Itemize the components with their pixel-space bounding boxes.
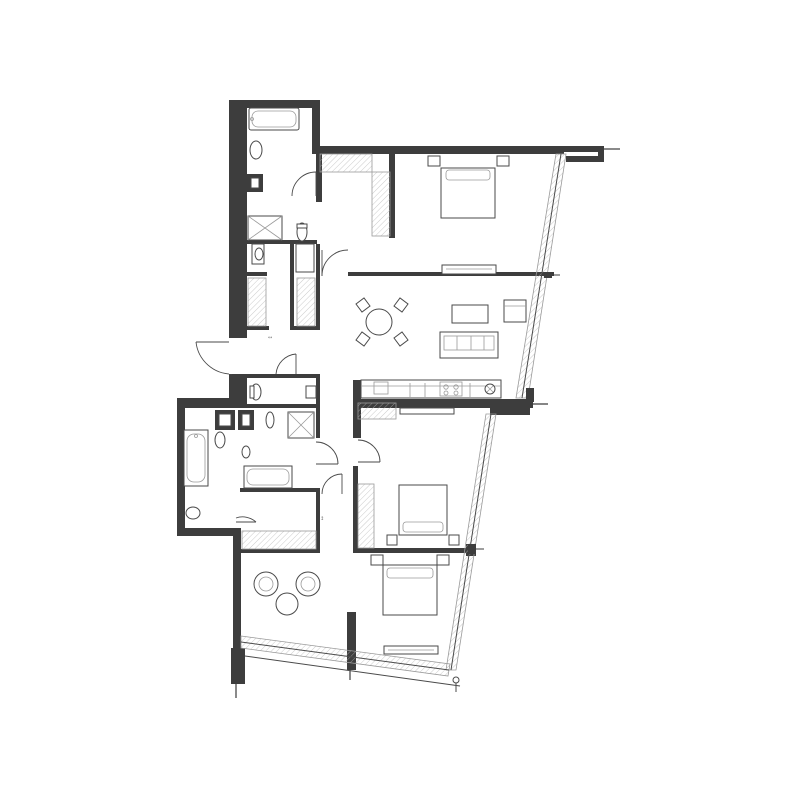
sink-hall — [305, 385, 317, 399]
wardrobe-hall-east — [296, 277, 316, 327]
wardrobe-vertical — [371, 171, 391, 237]
toilet-center — [265, 411, 275, 429]
sink-kitchen — [373, 381, 389, 395]
dining-chair-2 — [393, 297, 409, 313]
dining-chair-1 — [355, 297, 371, 313]
living-kitchen — [355, 297, 527, 399]
kitchen-counter — [360, 379, 502, 399]
south-window-wall — [240, 635, 461, 692]
dining-table — [365, 308, 393, 336]
bedroom-south — [241, 530, 450, 655]
tv-console-north — [441, 264, 497, 275]
side-table — [275, 592, 299, 616]
east-window-wall — [445, 153, 567, 671]
bedroom-east — [357, 402, 460, 549]
lounge-chair-left — [253, 571, 279, 597]
lounge-chair-right — [295, 571, 321, 597]
bathtub-west — [183, 429, 209, 487]
armchair — [503, 299, 527, 323]
sink — [249, 140, 263, 160]
tv-console-east — [399, 407, 455, 415]
sink-center — [241, 445, 251, 459]
coffee-table — [451, 304, 489, 324]
wardrobe-hall-west — [247, 277, 267, 327]
entrance-door — [195, 341, 233, 375]
up-down-marker: ↕ — [320, 516, 324, 522]
wardrobe-east-side — [357, 483, 375, 549]
bed-north — [440, 167, 496, 219]
bathtub-center — [243, 465, 293, 489]
shower-room-center: ↕ — [241, 411, 343, 522]
sink-west — [185, 506, 201, 520]
dining-chair-4 — [393, 331, 409, 347]
bed-east — [398, 484, 448, 536]
cooktop — [439, 381, 463, 397]
sink-upper — [254, 247, 264, 261]
wardrobe-north — [319, 153, 373, 173]
bathtub — [248, 107, 300, 131]
entrance-hall — [195, 338, 317, 401]
bathroom-north — [247, 107, 317, 242]
bathroom-west — [183, 429, 257, 523]
bed-south — [382, 564, 438, 616]
bedroom-north — [319, 153, 510, 277]
wardrobe-east-top — [357, 402, 397, 420]
wardrobe-south — [241, 530, 317, 550]
arrow-marker: ↔ — [268, 335, 272, 341]
dining-chair-3 — [355, 331, 371, 347]
toilet-west — [214, 431, 226, 449]
shower-room-north: ↔ — [247, 243, 316, 341]
